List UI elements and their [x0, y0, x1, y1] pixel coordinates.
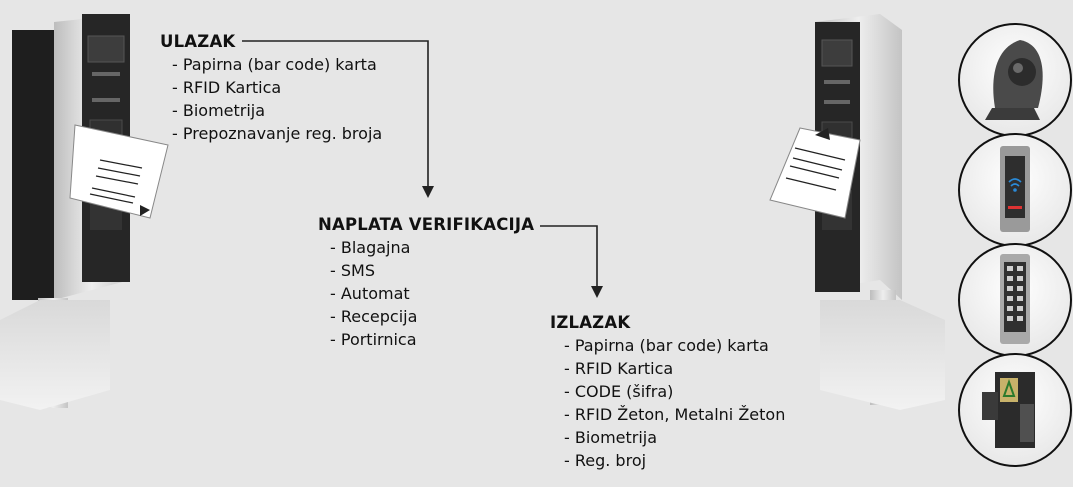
terminal-base	[820, 300, 945, 410]
list-item: - CODE (šifra)	[564, 382, 674, 401]
payment-heading: NAPLATA VERIFIKACIJA	[318, 215, 541, 234]
ticket-barcode	[785, 147, 846, 191]
terminal-side-panel	[12, 30, 54, 300]
connector-entry-to-payment	[242, 40, 429, 188]
entry-heading: ULAZAK	[160, 32, 242, 51]
payment-list: - Blagajna - SMS - Automat - Recepcija -…	[318, 236, 540, 351]
terminal-slot	[824, 100, 850, 104]
terminal-display	[87, 35, 125, 63]
list-item: - SMS	[330, 261, 375, 280]
rfid-reader-icon	[958, 133, 1072, 247]
list-item: - Biometrija	[564, 428, 658, 447]
list-item: - Papirna (bar code) karta	[564, 336, 769, 355]
terminal-display	[821, 39, 853, 67]
terminal-slot	[92, 98, 120, 102]
terminal-slot	[824, 80, 850, 84]
flow-connectors	[242, 40, 598, 288]
ticket-arrow-icon	[815, 128, 830, 140]
list-item: - Papirna (bar code) karta	[172, 55, 377, 74]
list-item: - Automat	[330, 284, 410, 303]
coin-acceptor-icon	[958, 353, 1072, 467]
list-item: - RFID Žeton, Metalni Žeton	[564, 405, 786, 424]
entry-terminal	[0, 14, 169, 410]
exit-list: - Papirna (bar code) karta - RFID Kartic…	[550, 334, 785, 472]
terminal-slot	[92, 72, 120, 76]
payment-block: NAPLATA VERIFIKACIJA - Blagajna - SMS - …	[318, 215, 541, 351]
ticket-icon	[769, 127, 861, 219]
list-item: - Prepoznavanje reg. broja	[172, 124, 383, 143]
ticket-arrow-icon	[140, 205, 150, 216]
exit-terminal	[769, 14, 945, 410]
list-item: - Reg. broj	[564, 451, 647, 470]
list-item: - Portirnica	[330, 330, 417, 349]
arrow-down-icon	[422, 186, 434, 198]
arrow-down-icon	[591, 286, 603, 298]
list-item: - Biometrija	[172, 101, 266, 120]
entry-block: ULAZAK - Papirna (bar code) karta - RFID…	[160, 32, 382, 145]
keypad-reader-icon	[958, 243, 1072, 357]
device-icons	[958, 23, 1072, 467]
barcode-scanner-icon	[958, 23, 1072, 137]
entry-list: - Papirna (bar code) karta - RFID Kartic…	[160, 53, 382, 145]
ticket-barcode	[89, 159, 143, 204]
exit-block: IZLAZAK - Papirna (bar code) karta - RFI…	[550, 313, 785, 472]
list-item: - Blagajna	[330, 238, 411, 257]
list-item: - Recepcija	[330, 307, 418, 326]
exit-heading: IZLAZAK	[550, 313, 637, 332]
terminal-base	[0, 300, 110, 410]
list-item: - RFID Kartica	[172, 78, 282, 97]
connector-payment-to-exit	[538, 225, 598, 288]
list-item: - RFID Kartica	[564, 359, 674, 378]
